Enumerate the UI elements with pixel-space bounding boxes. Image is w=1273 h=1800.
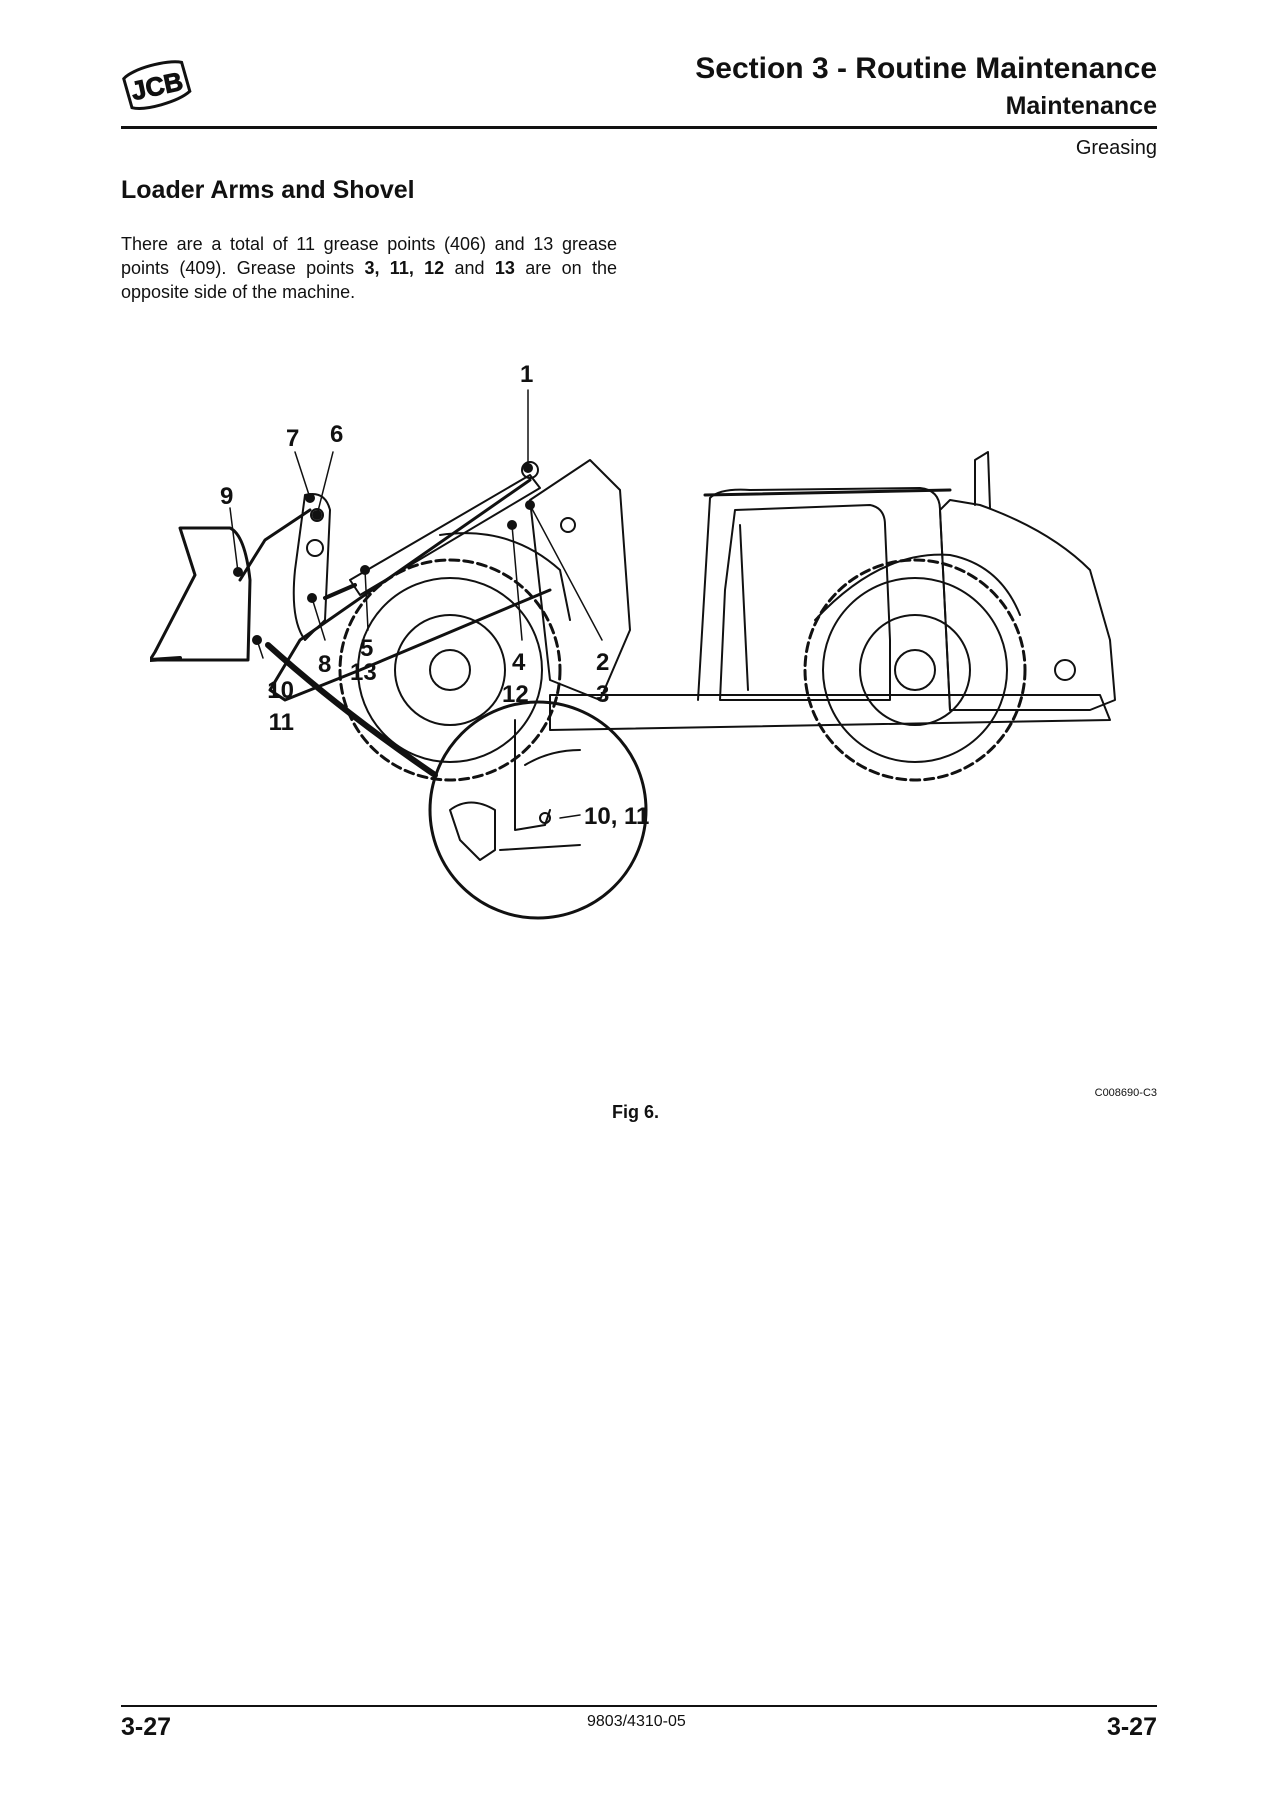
fender-front [439, 532, 571, 621]
bucket-link [238, 508, 312, 582]
callout-4: 4 [512, 649, 526, 676]
cab-outline [697, 487, 951, 711]
loader-tower [529, 459, 631, 701]
para-bold-1: 3, 11, 12 [364, 258, 445, 278]
leader-7 [294, 451, 311, 499]
figure-code: C008690-C3 [1094, 1087, 1157, 1099]
callout-3: 3 [596, 681, 609, 708]
grease-points [233, 463, 535, 645]
hood-lamp [1054, 659, 1076, 681]
bucket-edge [148, 656, 182, 662]
rear-wheel [803, 558, 1027, 782]
jcb-logo: JCB [122, 54, 192, 118]
callout-6: 6 [330, 421, 343, 448]
callout-12: 12 [502, 681, 529, 708]
lift-arm [268, 478, 552, 702]
jcb-logo-mark: JCB [122, 60, 192, 110]
leader-9 [229, 507, 239, 573]
intro-paragraph: There are a total of 11 grease points (4… [121, 232, 617, 304]
para-text-1: There are a total of 11 grease points (4… [121, 234, 617, 278]
page-number-right: 3-27 [1106, 1713, 1157, 1741]
tilt-lever-pin [310, 508, 324, 522]
tilt-lever-hole [306, 539, 324, 557]
callout-detail: 10, 11 [584, 803, 649, 830]
section-title: Section 3 - Routine Maintenance [695, 52, 1157, 85]
fender-rear [814, 553, 1021, 621]
callout-1: 1 [520, 361, 533, 388]
footer-rule [121, 1705, 1157, 1707]
subsection-title: Maintenance [1005, 92, 1157, 120]
para-text-2: and [444, 258, 495, 278]
callout-9: 9 [220, 483, 233, 510]
pivot-pin-lower [560, 517, 576, 533]
para-bold-2: 13 [494, 258, 515, 278]
cylinder-rod [323, 583, 357, 600]
header-rule [121, 126, 1157, 129]
leader-8 [311, 597, 326, 641]
detail-connector [265, 642, 438, 778]
leader-2 [529, 504, 603, 641]
callout-8: 8 [318, 651, 331, 678]
loader-illustration: 1 2 3 4 12 5 13 8 6 7 9 10 11 10, 11 [148, 361, 1116, 920]
pivot-pin-upper [521, 461, 539, 479]
para-text-3: are on the opposite side of the machine. [121, 258, 617, 302]
loader-figure: 1 2 3 4 12 5 13 8 6 7 9 10 11 10, 11 [148, 340, 1150, 1100]
leader-6 [316, 451, 334, 516]
lift-cylinder [349, 474, 541, 596]
callout-7: 7 [286, 425, 299, 452]
tilt-lever [292, 493, 331, 641]
callout-13: 13 [350, 659, 377, 686]
topic-label: Greasing [1075, 137, 1157, 159]
callout-5: 5 [360, 635, 373, 662]
callout-11: 11 [269, 709, 294, 736]
figure-caption: Fig 6. [612, 1102, 660, 1122]
cab-window-line [739, 524, 749, 691]
detail-circle [428, 700, 648, 920]
page-heading: Loader Arms and Shovel [121, 176, 415, 204]
document-number: 9803/4310-05 [587, 1713, 686, 1730]
callout-2: 2 [596, 649, 609, 676]
page-number-left: 3-27 [121, 1713, 172, 1741]
cab-door [719, 504, 891, 701]
exhaust-stack [974, 451, 991, 509]
leader-4 [511, 524, 523, 641]
leader-5 [364, 569, 369, 631]
callout-10: 10 [267, 677, 294, 704]
engine-hood [939, 499, 1116, 711]
cab-roof [703, 488, 952, 497]
detail-drawing [449, 719, 581, 861]
front-wheel [338, 558, 562, 782]
leader-detail [559, 814, 581, 819]
